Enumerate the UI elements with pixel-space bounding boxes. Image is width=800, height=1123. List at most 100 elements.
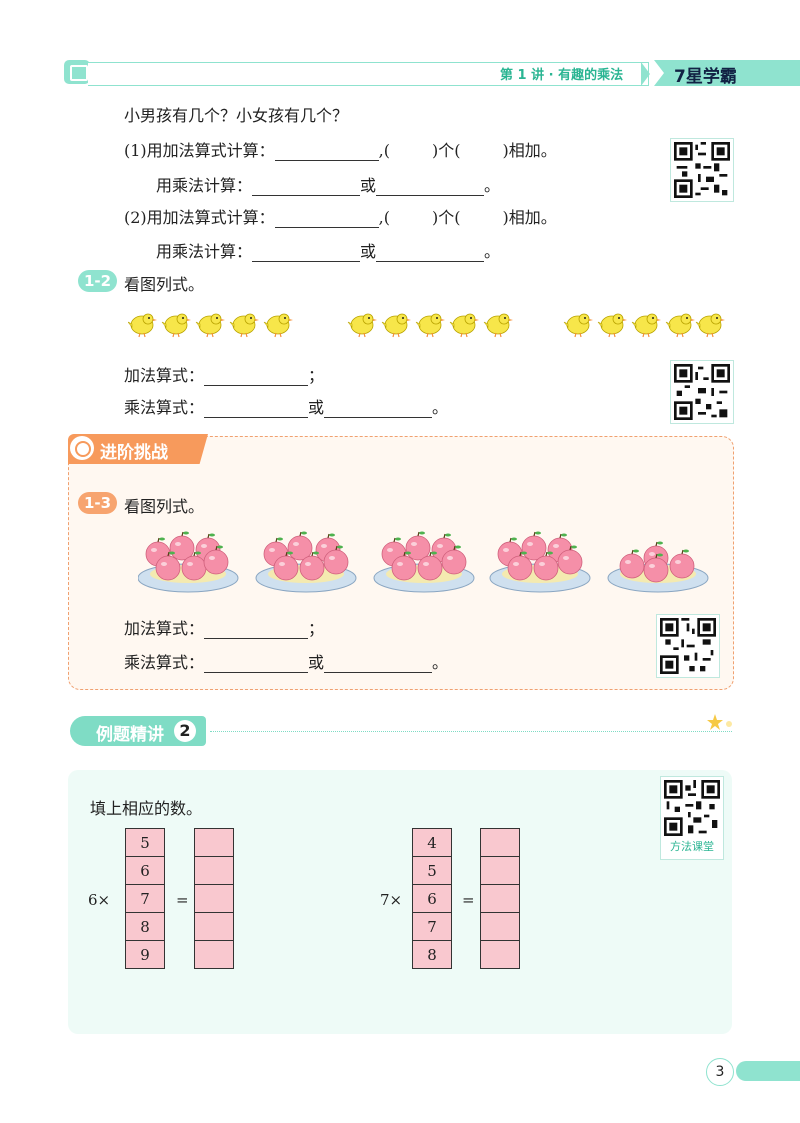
- right-value-cell: 4: [412, 828, 452, 857]
- chick-icon: [665, 313, 696, 338]
- left-answer-cell[interactable]: [194, 912, 234, 941]
- example-box: [68, 770, 732, 1034]
- exercise-tag-1-2: 1-2: [78, 270, 118, 292]
- chick-icon: [415, 313, 446, 338]
- q1-mult-blank-2[interactable]: [376, 179, 485, 196]
- left-answer-cell[interactable]: [194, 940, 234, 969]
- example-prompt: 填上相应的数。: [90, 799, 203, 818]
- example-title: 例题精讲: [96, 725, 164, 745]
- ex12-addition-line: 加法算式：；: [124, 366, 325, 386]
- left-value-cell: 9: [125, 940, 165, 969]
- chick-group-1: [128, 313, 294, 338]
- apple-plate-icon: [255, 530, 357, 593]
- q2-addition-blank[interactable]: [274, 211, 379, 228]
- chick-icon: [161, 313, 192, 338]
- apple-plate-icon: [489, 530, 591, 593]
- star-icon: [707, 714, 732, 730]
- qr-code-icon[interactable]: [670, 360, 734, 424]
- left-answer-column: [194, 828, 234, 969]
- challenge-addition-blank[interactable]: [204, 622, 309, 639]
- apple-plate-icon: [138, 530, 239, 593]
- qr-pattern: [660, 618, 716, 674]
- right-answer-cell[interactable]: [480, 856, 520, 885]
- right-input-column: 4 5 6 7 8: [412, 828, 452, 969]
- example-divider: [210, 731, 732, 732]
- page-number: 3: [706, 1058, 734, 1086]
- right-value-cell: 7: [412, 912, 452, 941]
- chick-icon: [449, 313, 480, 338]
- q1-addition-blank[interactable]: [274, 144, 379, 161]
- right-value-cell: 8: [412, 940, 452, 969]
- header-bar: [88, 62, 649, 86]
- chick-icon: [597, 313, 628, 338]
- chick-icon: [195, 313, 226, 338]
- qr-caption: 方法课堂: [670, 840, 714, 853]
- chick-group-3: [563, 313, 726, 338]
- ex12-multiplication-line: 乘法算式：或。: [124, 398, 449, 418]
- ex12-title: 看图列式。: [124, 275, 205, 294]
- ex12-addition-blank[interactable]: [204, 369, 309, 386]
- left-factor: 6×: [88, 891, 111, 909]
- right-answer-cell[interactable]: [480, 828, 520, 857]
- question-intro: 小男孩有几个？小女孩有几个？: [124, 106, 349, 125]
- left-input-column: 5 6 7 8 9: [125, 828, 165, 969]
- qr-code-icon[interactable]: [656, 614, 720, 678]
- qr-pattern: [664, 780, 720, 836]
- right-answer-cell[interactable]: [480, 940, 520, 969]
- chick-rows: [128, 313, 726, 338]
- q1-mult-blank-1[interactable]: [252, 179, 361, 196]
- chick-icon: [483, 313, 514, 338]
- q1-line-multiplication: 用乘法计算：或。: [156, 176, 501, 196]
- apple-plates: [138, 530, 709, 593]
- q1-prefix: (1)用加法算式计算：: [124, 141, 275, 160]
- challenge-title: 进阶挑战: [100, 443, 168, 463]
- right-answer-cell[interactable]: [480, 884, 520, 913]
- challenge-mult-blank-1[interactable]: [204, 656, 309, 673]
- challenge-mult-blank-2[interactable]: [324, 656, 433, 673]
- chick-icon: [128, 313, 158, 338]
- chick-icon: [347, 313, 378, 338]
- challenge-prompt: 看图列式。: [124, 497, 205, 516]
- left-value-cell: 7: [125, 884, 165, 913]
- left-value-cell: 5: [125, 828, 165, 857]
- brand-banner: [654, 60, 800, 86]
- q1-line-addition: (1)用加法算式计算：,()个()相加。: [124, 141, 557, 161]
- chapter-title: 第 1 讲 · 有趣的乘法: [500, 68, 624, 83]
- qr-code-icon[interactable]: 方法课堂: [660, 776, 724, 860]
- right-value-cell: 6: [412, 884, 452, 913]
- right-equals: =: [462, 891, 475, 909]
- right-value-cell: 5: [412, 856, 452, 885]
- left-equals: =: [176, 891, 189, 909]
- ex12-mult-blank-1[interactable]: [204, 401, 309, 418]
- challenge-multiplication-line: 乘法算式：或。: [124, 653, 449, 673]
- qr-code-icon[interactable]: [670, 138, 734, 202]
- q2-line-multiplication: 用乘法计算：或。: [156, 242, 501, 262]
- left-answer-cell[interactable]: [194, 828, 234, 857]
- exercise-tag-1-3: 1-3: [78, 492, 118, 514]
- chick-icon: [263, 313, 294, 338]
- qr-pattern: [674, 364, 730, 420]
- left-value-cell: 8: [125, 912, 165, 941]
- chick-icon: [631, 313, 662, 338]
- qr-pattern: [674, 142, 730, 198]
- q2-mult-blank-1[interactable]: [252, 245, 361, 262]
- ex12-mult-blank-2[interactable]: [324, 401, 433, 418]
- chick-group-2: [347, 313, 514, 338]
- apple-plate-icon: [373, 530, 475, 593]
- chick-icon: [563, 313, 594, 338]
- example-number: 2: [174, 720, 196, 742]
- left-value-cell: 6: [125, 856, 165, 885]
- q2-mult-blank-2[interactable]: [376, 245, 485, 262]
- right-factor: 7×: [380, 891, 403, 909]
- left-answer-cell[interactable]: [194, 884, 234, 913]
- chick-icon: [381, 313, 412, 338]
- target-icon: [70, 436, 94, 460]
- apple-plate-icon: [607, 540, 709, 593]
- page-tab: [736, 1061, 800, 1081]
- right-answer-cell[interactable]: [480, 912, 520, 941]
- right-answer-column: [480, 828, 520, 969]
- challenge-addition-line: 加法算式：；: [124, 619, 325, 639]
- header-arrow-icon: [641, 62, 650, 86]
- left-answer-cell[interactable]: [194, 856, 234, 885]
- chick-icon: [695, 313, 726, 338]
